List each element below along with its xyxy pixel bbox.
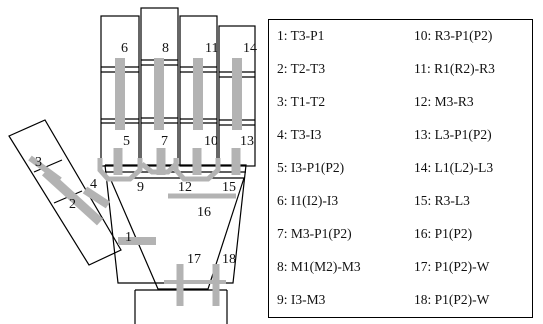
sensor-label-10: 10 bbox=[204, 134, 218, 149]
sensor-label-18: 18 bbox=[222, 252, 236, 267]
legend-item: 17: P1(P2)-W bbox=[414, 259, 489, 275]
legend-item: 1: T3-P1 bbox=[277, 28, 324, 44]
sensor-label-15: 15 bbox=[222, 180, 236, 195]
sensor-label-9: 9 bbox=[137, 180, 144, 195]
legend-item: 10: R3-P1(P2) bbox=[414, 28, 492, 44]
legend-item: 12: M3-R3 bbox=[414, 94, 474, 110]
legend-item: 7: M3-P1(P2) bbox=[277, 226, 352, 242]
legend-item: 18: P1(P2)-W bbox=[414, 292, 489, 308]
legend-item: 2: T2-T3 bbox=[277, 61, 325, 77]
sensor-label-8: 8 bbox=[162, 41, 169, 56]
legend-item: 14: L1(L2)-L3 bbox=[414, 160, 493, 176]
sensor-label-17: 17 bbox=[187, 252, 201, 267]
sensor-label-7: 7 bbox=[161, 134, 168, 149]
sensor-4 bbox=[85, 190, 108, 205]
sensor-label-13: 13 bbox=[240, 134, 254, 149]
sensor-label-1: 1 bbox=[125, 230, 132, 245]
sensor-label-3: 3 bbox=[35, 155, 42, 170]
sensor-label-2: 2 bbox=[69, 197, 76, 212]
sensor-label-11: 11 bbox=[205, 41, 218, 56]
legend-item: 11: R1(R2)-R3 bbox=[414, 61, 495, 77]
legend-item: 9: I3-M3 bbox=[277, 292, 325, 308]
legend-item: 5: I3-P1(P2) bbox=[277, 160, 344, 176]
sensor-label-12: 12 bbox=[178, 180, 192, 195]
legend-item: 15: R3-L3 bbox=[414, 193, 470, 209]
sensor-label-5: 5 bbox=[123, 134, 130, 149]
legend-box: 1: T3-P1 2: T2-T3 3: T1-T2 4: T3-I3 5: I3-P1… bbox=[268, 19, 533, 318]
legend-item: 4: T3-I3 bbox=[277, 127, 321, 143]
legend-item: 6: I1(I2)-I3 bbox=[277, 193, 338, 209]
legend-item: 13: L3-P1(P2) bbox=[414, 127, 492, 143]
sensor-label-14: 14 bbox=[243, 41, 257, 56]
sensor-label-6: 6 bbox=[121, 41, 128, 56]
sensor-label-4: 4 bbox=[90, 177, 97, 192]
sensor-label-16: 16 bbox=[197, 205, 211, 220]
legend-item: 8: M1(M2)-M3 bbox=[277, 259, 361, 275]
legend-item: 16: P1(P2) bbox=[414, 226, 472, 242]
legend-item: 3: T1-T2 bbox=[277, 94, 325, 110]
